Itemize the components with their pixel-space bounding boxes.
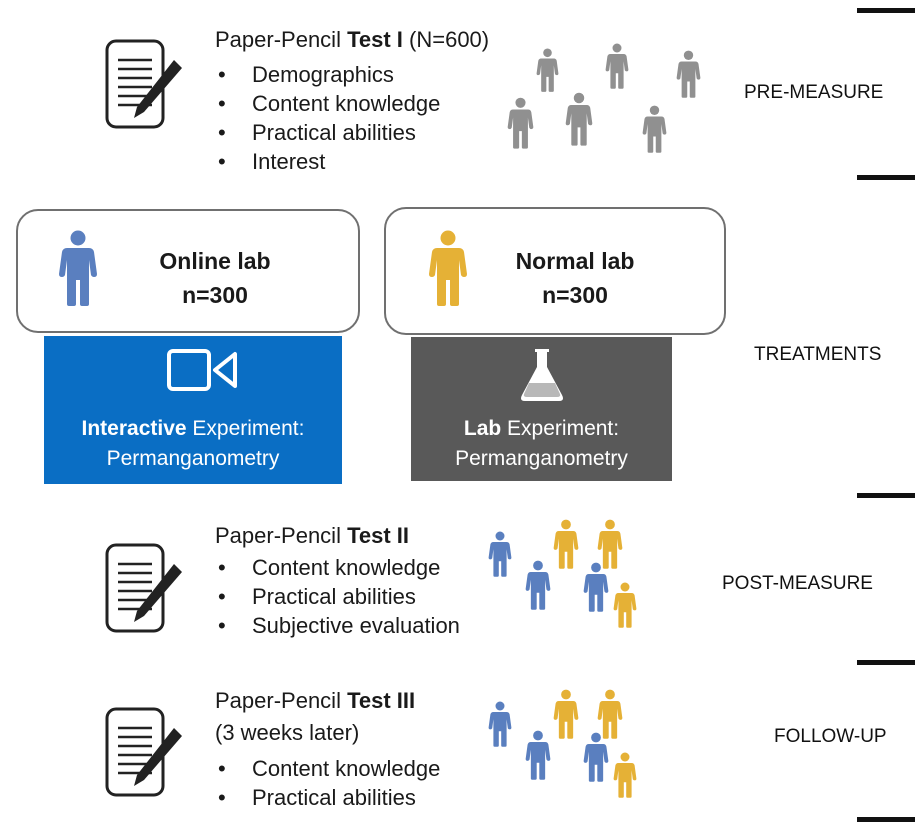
normal-lab-n: n=300 xyxy=(542,282,608,308)
test1-title: Paper-Pencil Test I (N=600) xyxy=(215,25,489,55)
test1-suffix: (N=600) xyxy=(402,27,490,52)
online-panel-text: Interactive Experiment: Permanganometry xyxy=(44,414,342,474)
list-item: Interest xyxy=(215,147,440,176)
stage-divider xyxy=(857,8,915,13)
online-panel-bold: Interactive xyxy=(81,417,187,440)
test3-list: Content knowledge Practical abilities xyxy=(215,754,440,812)
video-camera-icon xyxy=(167,348,241,392)
online-panel-rest: Experiment: xyxy=(186,417,305,440)
stage-divider xyxy=(857,175,915,180)
list-item: Practical abilities xyxy=(215,582,460,611)
test2-bold: Test II xyxy=(347,523,410,548)
person-icon xyxy=(536,48,559,92)
test3-title: Paper-Pencil Test III xyxy=(215,686,415,716)
test2-title: Paper-Pencil Test II xyxy=(215,521,409,551)
list-item: Demographics xyxy=(215,60,440,89)
stage-label-post-measure: POST-MEASURE xyxy=(722,573,873,594)
online-lab-name: Online lab xyxy=(159,248,271,274)
list-item: Practical abilities xyxy=(215,783,440,812)
person-group-mixed xyxy=(485,682,655,812)
list-item: Content knowledge xyxy=(215,754,440,783)
list-item: Practical abilities xyxy=(215,118,440,147)
normal-panel-rest: Experiment: xyxy=(501,417,620,440)
test2-list: Content knowledge Practical abilities Su… xyxy=(215,553,460,640)
list-item: Content knowledge xyxy=(215,553,460,582)
stage-divider xyxy=(857,493,915,498)
normal-panel-line2: Permanganometry xyxy=(455,447,628,470)
flask-icon xyxy=(519,347,565,403)
stage-label-follow-up: FOLLOW-UP xyxy=(774,726,887,747)
test3-bold: Test III xyxy=(347,688,416,713)
person-group-gray xyxy=(505,40,715,160)
normal-panel-bold: Lab xyxy=(463,417,502,440)
normal-panel-text: Lab Experiment: Permanganometry xyxy=(411,414,672,474)
online-lab-panel: Interactive Experiment: Permanganometry xyxy=(44,336,342,484)
stage-label-pre-measure: PRE-MEASURE xyxy=(744,82,884,103)
person-icon xyxy=(58,230,98,306)
normal-lab-panel: Lab Experiment: Permanganometry xyxy=(411,337,672,481)
test-sheet-icon xyxy=(104,38,184,134)
test-sheet-icon xyxy=(104,542,184,638)
test3-note: (3 weeks later) xyxy=(215,720,360,745)
normal-lab-label: Normal lab n=300 xyxy=(500,244,650,312)
test2-prefix: Paper-Pencil xyxy=(215,523,348,548)
test1-list: Demographics Content knowledge Practical… xyxy=(215,60,440,176)
stage-divider xyxy=(857,660,915,665)
person-icon xyxy=(428,230,468,306)
list-item: Content knowledge xyxy=(215,89,440,118)
online-lab-label: Online lab n=300 xyxy=(140,244,290,312)
list-item: Subjective evaluation xyxy=(215,611,460,640)
online-lab-n: n=300 xyxy=(182,282,248,308)
stage-divider xyxy=(857,817,915,822)
normal-lab-card xyxy=(384,207,726,335)
test1-prefix: Paper-Pencil xyxy=(215,27,348,52)
online-panel-line2: Permanganometry xyxy=(106,447,280,470)
person-group-mixed xyxy=(485,512,655,642)
test-sheet-icon xyxy=(104,706,184,802)
test3-prefix: Paper-Pencil xyxy=(215,688,348,713)
test1-bold: Test I xyxy=(347,27,403,52)
stage-label-treatments: TREATMENTS xyxy=(754,344,882,365)
normal-lab-name: Normal lab xyxy=(515,248,635,274)
